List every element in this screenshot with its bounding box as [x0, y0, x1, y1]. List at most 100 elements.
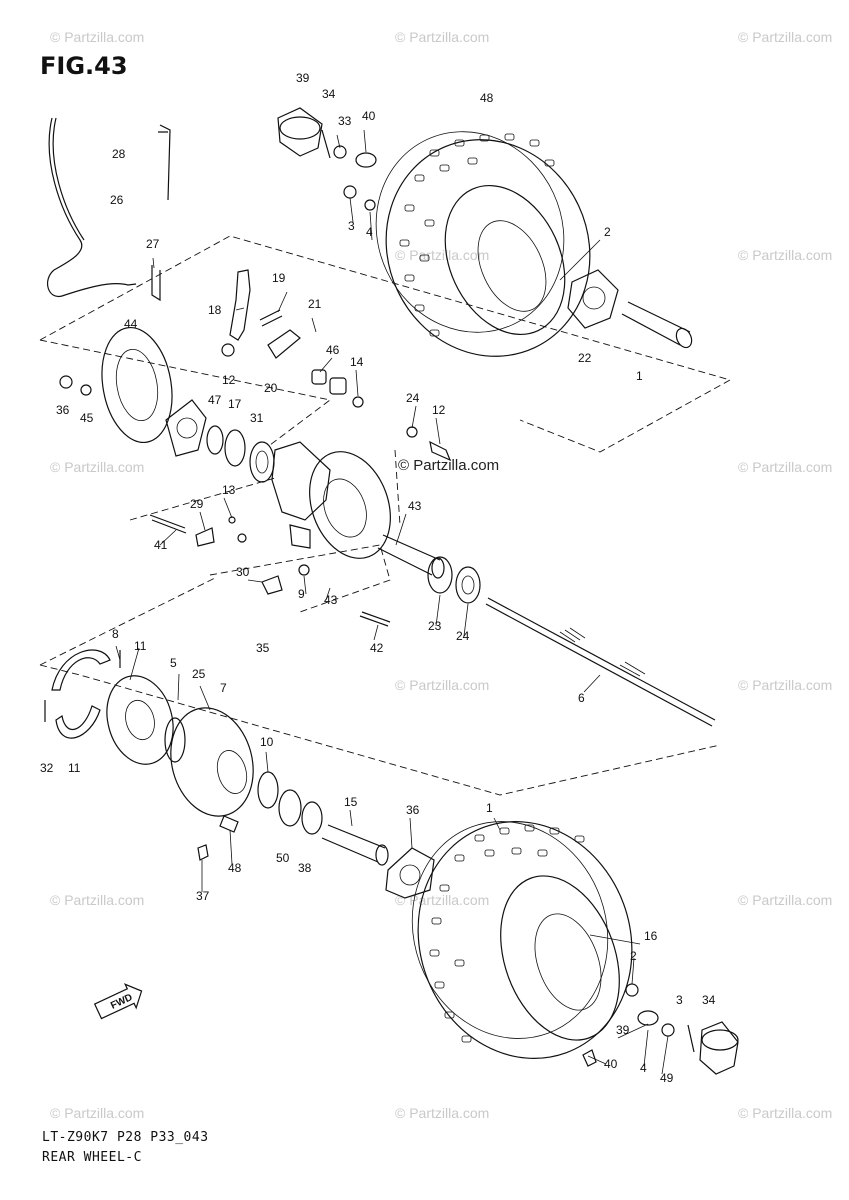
watermark-text: © Partzilla.com: [738, 892, 832, 908]
watermark-text: © Partzilla.com: [395, 892, 489, 908]
part-callout-39: 39: [616, 1023, 630, 1037]
part-callout-40: 40: [362, 109, 376, 123]
brake-arm: [229, 269, 301, 359]
watermark-layer: © Partzilla.com © Partzilla.com © Partzi…: [50, 29, 832, 1121]
watermark-text: © Partzilla.com: [395, 1105, 489, 1121]
leader-line: [395, 513, 407, 546]
part-callout-1: 1: [636, 369, 643, 383]
part-callout-43: 43: [408, 499, 422, 513]
part-callout-4: 4: [366, 225, 373, 239]
upper-assembly-outline: [39, 235, 732, 453]
figure-code: LT-Z90K7 P28 P33_043: [42, 1130, 209, 1145]
part-callout-19: 19: [272, 271, 286, 285]
middle-assembly-outline: [209, 544, 391, 613]
part-callout-24: 24: [406, 391, 420, 405]
part-callout-41: 41: [154, 538, 168, 552]
leader-line: [617, 1023, 649, 1039]
leader-line: [463, 603, 469, 637]
fwd-direction-badge: FWD: [93, 983, 143, 1020]
part-callout-7: 7: [220, 681, 227, 695]
watermark-text: © Partzilla.com: [738, 677, 832, 693]
part-callout-17: 17: [228, 397, 242, 411]
part-callout-3: 3: [676, 993, 683, 1007]
leader-line: [115, 645, 121, 661]
lower-assembly-outline: [39, 577, 216, 666]
leader-line: [129, 647, 140, 681]
part-callout-10: 10: [260, 735, 274, 749]
leader-line: [589, 934, 641, 945]
part-callout-36: 36: [406, 803, 420, 817]
part-callout-15: 15: [344, 795, 358, 809]
upper-tire: [375, 131, 591, 357]
part-callout-35: 35: [256, 641, 270, 655]
drum-bolts: [197, 815, 239, 861]
part-callout-24: 24: [456, 629, 470, 643]
leader-line: [643, 1029, 649, 1067]
lock-plate: [261, 564, 310, 595]
figure-title: FIG.43: [40, 52, 128, 80]
part-callout-50: 50: [276, 851, 290, 865]
bushings: [221, 343, 452, 462]
part-callout-2: 2: [604, 225, 611, 239]
part-callout-13: 13: [222, 483, 236, 497]
part-callout-12: 12: [432, 403, 446, 417]
part-callout-30: 30: [236, 565, 250, 579]
rear-sprocket: [59, 326, 173, 444]
leader-line: [349, 197, 354, 223]
part-callout-45: 45: [80, 411, 94, 425]
leader-line: [325, 587, 331, 601]
leader-line: [303, 575, 307, 595]
leader-line: [235, 307, 245, 311]
watermark-text: © Partzilla.com: [398, 457, 499, 474]
watermark-text: © Partzilla.com: [395, 677, 489, 693]
leader-lines: [115, 129, 669, 1075]
upper-hub-assembly: [567, 269, 693, 349]
assembly-outlines: [39, 235, 732, 796]
leader-line: [363, 129, 367, 153]
leader-line: [493, 817, 501, 831]
watermark-text: © Partzilla.com: [395, 247, 489, 263]
hose-and-cable: [46, 117, 171, 298]
lower-cap-and-nuts: [582, 983, 739, 1075]
leader-line: [336, 134, 341, 149]
part-callout-3: 3: [348, 219, 355, 233]
part-callout-5: 5: [170, 656, 177, 670]
upper-cap-and-nuts: [277, 107, 377, 211]
leader-line: [587, 1055, 607, 1065]
part-callout-33: 33: [338, 114, 352, 128]
part-callout-21: 21: [308, 297, 322, 311]
part-callout-48: 48: [480, 91, 494, 105]
stud: [151, 265, 161, 302]
part-callout-48: 48: [228, 861, 242, 875]
watermark-text: © Partzilla.com: [738, 29, 832, 45]
part-callout-12: 12: [222, 373, 236, 387]
watermark-text: © Partzilla.com: [738, 459, 832, 475]
leader-line: [349, 809, 353, 827]
brake-drum: [106, 675, 254, 817]
leader-line: [311, 317, 317, 333]
part-callout-9: 9: [298, 587, 305, 601]
part-callout-46: 46: [326, 343, 340, 357]
watermark-text: © Partzilla.com: [50, 892, 144, 908]
leader-line: [265, 751, 269, 773]
leader-line: [247, 579, 263, 583]
lower-assembly-outline: [39, 664, 721, 796]
part-callout-23: 23: [428, 619, 442, 633]
watermark-text: © Partzilla.com: [738, 1105, 832, 1121]
leader-line: [435, 594, 441, 627]
part-callout-14: 14: [350, 355, 364, 369]
part-callout-31: 31: [250, 411, 264, 425]
leader-line: [229, 829, 233, 865]
part-callout-2: 2: [630, 949, 637, 963]
rear-axle-shaft: [485, 597, 716, 727]
part-callout-36: 36: [56, 403, 70, 417]
part-callout-44: 44: [124, 317, 138, 331]
leader-line: [277, 291, 288, 313]
watermark-text: © Partzilla.com: [738, 247, 832, 263]
part-callout-39: 39: [296, 71, 310, 85]
leader-line: [355, 369, 359, 397]
part-callout-28: 28: [112, 147, 126, 161]
part-callout-16: 16: [644, 929, 658, 943]
leader-line: [319, 357, 333, 373]
